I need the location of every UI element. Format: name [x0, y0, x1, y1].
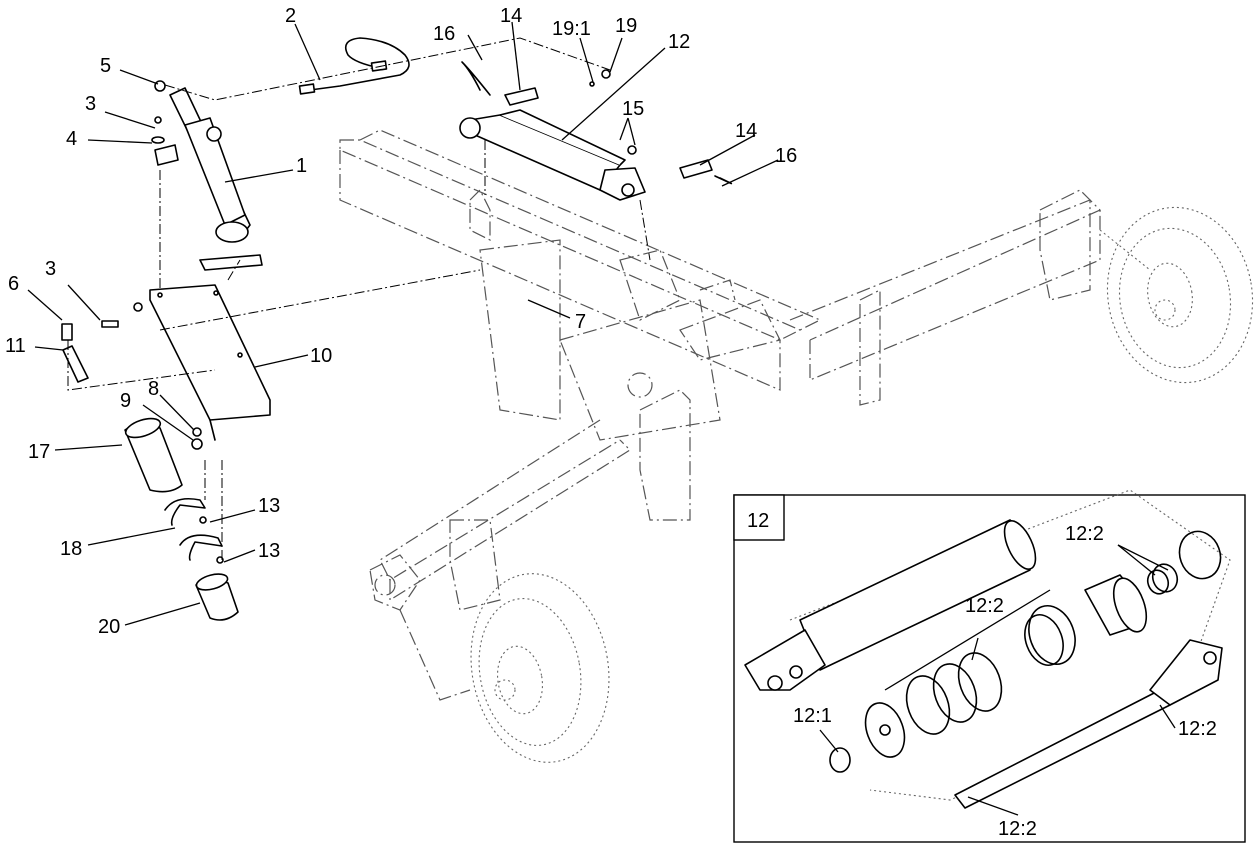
callout-leaders — [27, 21, 779, 626]
callout-labels: 2 5 3 4 1 16 14 19:1 19 12 15 14 16 3 6 … — [5, 5, 797, 638]
inset-label-12-2-e: 12:2 — [998, 818, 1037, 840]
inset-label-12-2-a: 12:2 — [1065, 523, 1104, 545]
callout-3-top: 3 — [85, 93, 96, 115]
callout-8: 8 — [148, 378, 159, 400]
assembly-lines — [67, 37, 651, 560]
clamp-screws — [199, 516, 224, 564]
inset-cylinder-exploded: 12 — [733, 489, 1246, 843]
callout-4: 4 — [66, 128, 77, 150]
callout-13-bottom: 13 — [258, 540, 280, 562]
callout-16-right: 16 — [775, 145, 797, 167]
callout-3-mid: 3 — [45, 258, 56, 280]
callout-13-top: 13 — [258, 495, 280, 517]
callout-7: 7 — [575, 311, 586, 333]
callout-11: 11 — [5, 335, 26, 357]
callout-17: 17 — [28, 441, 50, 463]
lift-cylinder — [459, 61, 733, 201]
callout-2: 2 — [285, 5, 296, 27]
left-wheel — [470, 573, 610, 763]
callout-5: 5 — [100, 55, 111, 77]
inset-label-12-2-d: 12:2 — [1178, 718, 1217, 740]
right-wheel — [1099, 206, 1254, 384]
callout-1: 1 — [296, 155, 307, 177]
hydraulic-hose — [298, 37, 410, 95]
callout-14-right: 14 — [735, 120, 757, 142]
callout-19: 19 — [615, 15, 637, 37]
callout-14-top: 14 — [500, 5, 522, 27]
callout-15: 15 — [622, 98, 644, 120]
hydraulic-hand-pump — [154, 80, 263, 271]
inset-title: 12 — [747, 510, 769, 532]
callout-12: 12 — [668, 31, 690, 53]
small-hardware — [61, 116, 203, 450]
axle-frame-phantom — [339, 129, 1102, 701]
callout-20: 20 — [98, 616, 120, 638]
mounting-bracket — [149, 284, 271, 441]
callout-10: 10 — [310, 345, 332, 367]
callout-6: 6 — [8, 273, 19, 295]
inset-label-12-2-b: 12:2 — [965, 595, 1004, 617]
inset-label-12-1: 12:1 — [793, 705, 832, 727]
handle-tube — [124, 417, 183, 493]
tube-clamps — [164, 497, 223, 561]
callout-19-1: 19:1 — [552, 18, 591, 40]
callout-9: 9 — [120, 390, 131, 412]
callout-16-top: 16 — [433, 23, 455, 45]
handle-grip — [195, 573, 239, 621]
callout-18: 18 — [60, 538, 82, 560]
